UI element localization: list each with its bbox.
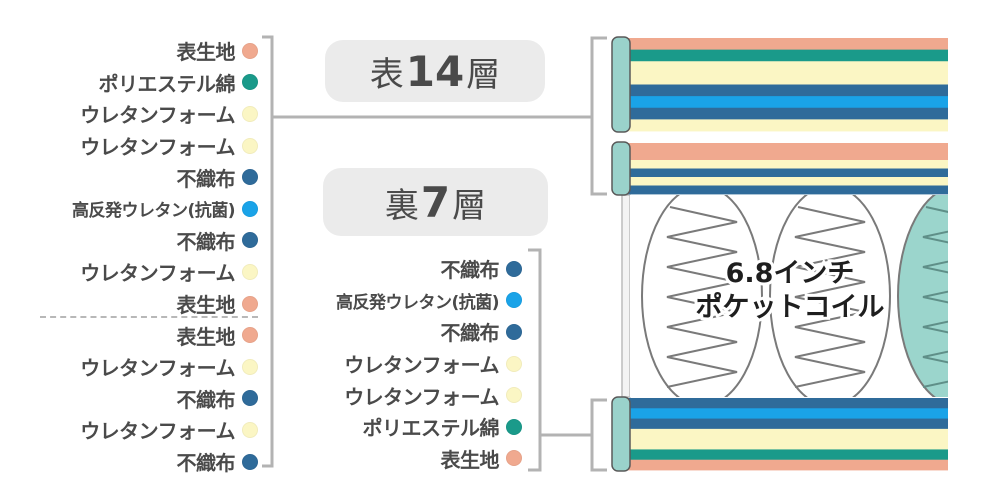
color-dot (506, 418, 522, 435)
layer-item: ウレタンフォーム (0, 256, 258, 288)
layer-item: ポリエステル綿 (0, 67, 258, 99)
bottom-layers-bracket (590, 398, 607, 472)
layer-band (628, 168, 948, 178)
layer-item: 不織布 (290, 253, 522, 285)
layer-edge-cap (611, 36, 631, 133)
badge-number: 14 (405, 46, 465, 96)
layer-item: ウレタンフォーム (290, 348, 522, 380)
coil-label-line2: ポケットコイル (696, 292, 885, 323)
layer-item: 高反発ウレタン(抗菌) (290, 285, 522, 317)
badge-prefix: 裏 (384, 185, 419, 226)
layer-block (611, 141, 948, 196)
coil-pocket (769, 195, 891, 397)
badge-number: 7 (420, 177, 451, 227)
badge-prefix: 表 (369, 54, 404, 95)
coil-spring (666, 206, 738, 388)
color-dot (242, 74, 258, 91)
layer-band (628, 408, 948, 419)
layer-item: 不織布 (0, 446, 258, 478)
layer-band (628, 398, 948, 409)
layer-item: ポリエステル綿 (290, 411, 522, 443)
color-dot (242, 137, 258, 154)
coil-spring (794, 206, 866, 388)
layer-band (628, 185, 948, 195)
color-dot (242, 263, 258, 280)
layer-edge-cap (611, 396, 631, 472)
layer-band (628, 38, 948, 51)
layer-item: 表生地 (0, 319, 258, 351)
color-dot (242, 421, 258, 438)
pocket-coil-section: 6.8インチ ポケットコイル (621, 194, 948, 398)
color-dot (242, 169, 258, 186)
layer-edge-cap (611, 141, 631, 196)
color-dot (506, 260, 522, 277)
layer-stacks (611, 36, 948, 472)
color-dot (242, 453, 258, 470)
layer-band (628, 107, 948, 120)
bracket-lines (262, 35, 607, 472)
color-dot (242, 327, 258, 344)
layer-band (628, 160, 948, 169)
layer-item: ウレタンフォーム (0, 414, 258, 446)
layer-item: ウレタンフォーム (0, 351, 258, 383)
layer-item: ウレタンフォーム (290, 379, 522, 411)
layer-item: 不織布 (0, 383, 258, 415)
bottom-layer-list: 不織布 高反発ウレタン(抗菌) 不織布 ウレタンフォーム ウレタンフォーム ポリ… (290, 253, 522, 474)
layer-band (628, 72, 948, 85)
layer-band (628, 143, 948, 152)
layer-band (628, 449, 948, 461)
layer-band (628, 151, 948, 161)
layer-item: 表生地 (0, 288, 258, 320)
layer-band (628, 96, 948, 109)
color-dot (242, 358, 258, 375)
layer-band (628, 84, 948, 97)
layer-band (628, 459, 948, 471)
layer-band (628, 439, 948, 450)
layer-band (628, 418, 948, 430)
color-dot (506, 387, 522, 404)
layer-band (628, 49, 948, 62)
layer-band (628, 119, 948, 132)
badge-suffix: 層 (466, 54, 501, 95)
layer-item: 高反発ウレタン(抗菌) (0, 193, 258, 225)
layer-band (628, 177, 948, 186)
color-dot (506, 450, 522, 467)
layer-item: 表生地 (290, 443, 522, 475)
badge-suffix: 層 (452, 185, 487, 226)
coil-spring (922, 206, 948, 388)
color-dot (506, 292, 522, 309)
layer-item: ウレタンフォーム (0, 98, 258, 130)
top-layer-list: 表生地 ポリエステル綿 ウレタンフォーム ウレタンフォーム 不織布 高反発ウレタ… (0, 35, 258, 477)
color-dot (242, 105, 258, 122)
top-layers-bracket (590, 36, 607, 196)
top-list-bracket (262, 35, 274, 468)
layer-item: 不織布 (290, 316, 522, 348)
layer-item: ウレタンフォーム (0, 130, 258, 162)
color-dot (242, 42, 258, 59)
color-dot (242, 200, 258, 217)
color-dot (242, 295, 258, 312)
color-dot (506, 323, 522, 340)
layer-block (611, 396, 948, 472)
color-dot (506, 355, 522, 372)
layer-item: 不織布 (0, 225, 258, 257)
layer-item: 表生地 (0, 35, 258, 67)
color-dot (242, 232, 258, 249)
color-dot (242, 390, 258, 407)
layer-item: 不織布 (0, 161, 258, 193)
layer-band (628, 428, 948, 440)
bottom-list-bracket (528, 248, 542, 472)
dashed-separator (40, 316, 258, 318)
layer-block (611, 36, 948, 133)
layer-band (628, 61, 948, 74)
coil-label-line1: 6.8インチ (726, 258, 855, 289)
coil-pocket (641, 195, 763, 397)
